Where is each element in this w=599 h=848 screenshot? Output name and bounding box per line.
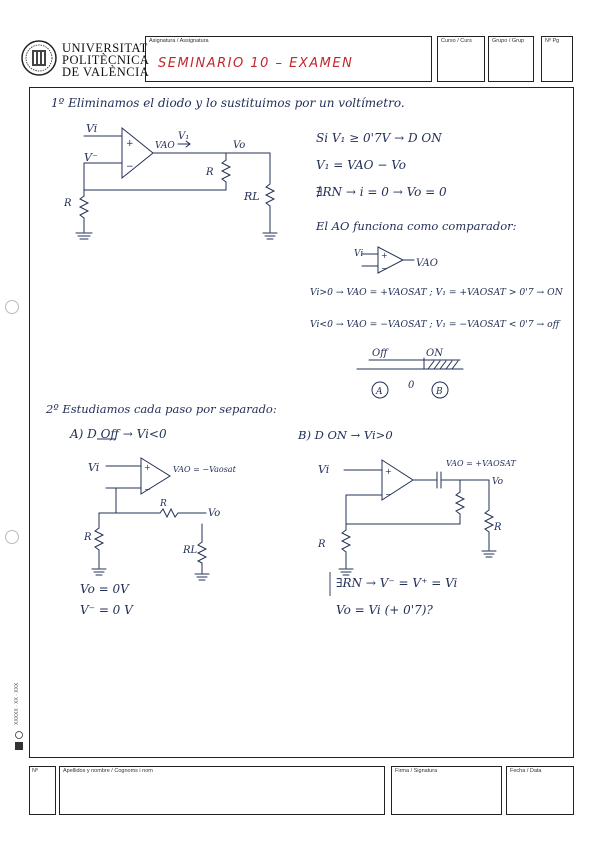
ca-minus: − — [144, 485, 151, 494]
answer-area[interactable] — [29, 87, 574, 758]
step-2-text: 2º Estudiamos cada paso por separado: — [46, 402, 277, 416]
cb-rl-label: R — [493, 522, 502, 533]
ca-rl-label: RL — [182, 545, 198, 556]
ca-plus: + — [144, 463, 151, 472]
step-1-text: 1º Eliminamos el diodo y lo sustituimos … — [51, 96, 405, 110]
cb-plus: + — [385, 467, 392, 476]
number-line — [356, 357, 464, 399]
recycle-icon — [13, 730, 25, 754]
group-box[interactable]: Grupo / Grup — [488, 36, 534, 82]
university-name-line-1: UNIVERSITAT — [62, 41, 148, 55]
ca-vi-label: Vi — [88, 461, 99, 474]
line-on-label: ON — [426, 348, 444, 359]
footer-signature-label: Firma / Signatura — [395, 768, 438, 774]
ca-r-label: R — [159, 499, 167, 509]
ca-vao-label: VAO = −Vaosat — [173, 465, 237, 474]
c1-vi-label: Vi — [86, 122, 97, 135]
region-b-label: B — [435, 387, 443, 397]
footer-number-label: Nº — [32, 768, 38, 774]
comparator-symbol — [361, 246, 415, 274]
footer-date-label: Fecha / Data — [510, 768, 542, 774]
case-b-result-2: Vo = Vi (+ 0'7)? — [336, 603, 433, 617]
page-number-box[interactable]: Nº Pg — [541, 36, 573, 82]
university-logo — [20, 39, 58, 77]
c1-r2-label: R — [63, 198, 72, 209]
ca-vo-label: Vo — [208, 508, 220, 519]
cb-vao-label: VAO = +VAOSAT — [446, 459, 516, 468]
university-name: UNIVERSITAT POLITÈCNICA DE VALÈNCIA — [62, 41, 150, 79]
c1-rl-label: RL — [243, 190, 260, 203]
circuit-1 — [75, 126, 278, 240]
c1-minus: − — [126, 162, 134, 172]
c1-r-label: R — [205, 167, 214, 178]
circuit-b — [338, 459, 497, 576]
cb-r-label: R — [317, 539, 326, 550]
region-a-label: A — [375, 387, 383, 397]
eq-line-5: Vi>0 → VAO = +VAOSAT ; V₁ = +VAOSAT > 0'… — [310, 287, 563, 298]
case-b-title: B) D ON → Vi>0 — [298, 428, 393, 442]
case-a-result-2: V⁻ = 0 V — [80, 603, 133, 617]
comp-minus: − — [381, 264, 388, 273]
footer-name-box[interactable]: Apellidos y nombre / Cognoms i nom — [59, 766, 385, 815]
eq-line-6: Vi<0 → VAO = −VAOSAT ; V₁ = −VAOSAT < 0'… — [310, 319, 560, 330]
cb-minus: − — [385, 490, 392, 499]
eq-line-4: El AO funciona como comparador: — [316, 219, 517, 233]
university-name-line-3: DE VALÈNCIA — [62, 65, 150, 79]
page-number-label: Nº Pg — [545, 38, 560, 44]
ca-r2-label: R — [83, 532, 92, 543]
eq-line-1: Si V₁ ≥ 0'7V → D ON — [316, 131, 442, 145]
c1-vminus-label: V⁻ — [84, 151, 98, 164]
comp-vao-label: VAO — [416, 258, 438, 269]
case-a-result-1: Vo = 0V — [80, 582, 129, 596]
course-box[interactable]: Curso / Curs — [437, 36, 485, 82]
c1-plus: + — [126, 139, 134, 149]
c1-vao-label: VAO — [155, 141, 175, 151]
case-b-result-1: ∃RN → V⁻ = V⁺ = Vi — [336, 576, 458, 590]
footer-number-box[interactable]: Nº — [29, 766, 56, 815]
c1-vo-label: Vo — [233, 140, 245, 151]
circuit-a — [91, 457, 210, 581]
subject-value: SEMINARIO 10 – EXAMEN — [158, 56, 354, 71]
eq-line-2: V₁ = VAO − Vo — [316, 158, 406, 172]
group-label: Grupo / Grup — [492, 38, 525, 44]
comp-vi-label: Vi — [354, 249, 363, 259]
university-name-line-2: POLITÈCNICA — [62, 53, 150, 67]
case-a-title: A) D Off → Vi<0 — [70, 427, 167, 441]
footer-signature-box[interactable]: Firma / Signatura — [391, 766, 502, 815]
zero-label: 0 — [408, 380, 415, 391]
course-label: Curso / Curs — [441, 38, 472, 44]
footer-name-label: Apellidos y nombre / Cognoms i nom — [63, 768, 153, 774]
cb-vo-label: Vo — [492, 477, 504, 487]
line-off-label: Off — [372, 348, 389, 359]
footer-date-box[interactable]: Fecha / Data — [506, 766, 574, 815]
punch-hole-top — [5, 300, 19, 314]
c1-v1-label: V₁ — [178, 131, 189, 142]
comp-plus: + — [381, 251, 388, 260]
subject-box[interactable]: Asignatura / Assignatura SEMINARIO 10 – … — [145, 36, 432, 82]
punch-hole-bottom — [5, 530, 19, 544]
subject-label: Asignatura / Assignatura — [149, 38, 209, 44]
cb-vi-label: Vi — [318, 463, 329, 476]
eq-line-3: ∄RN → i = 0 → Vo = 0 — [316, 185, 447, 199]
